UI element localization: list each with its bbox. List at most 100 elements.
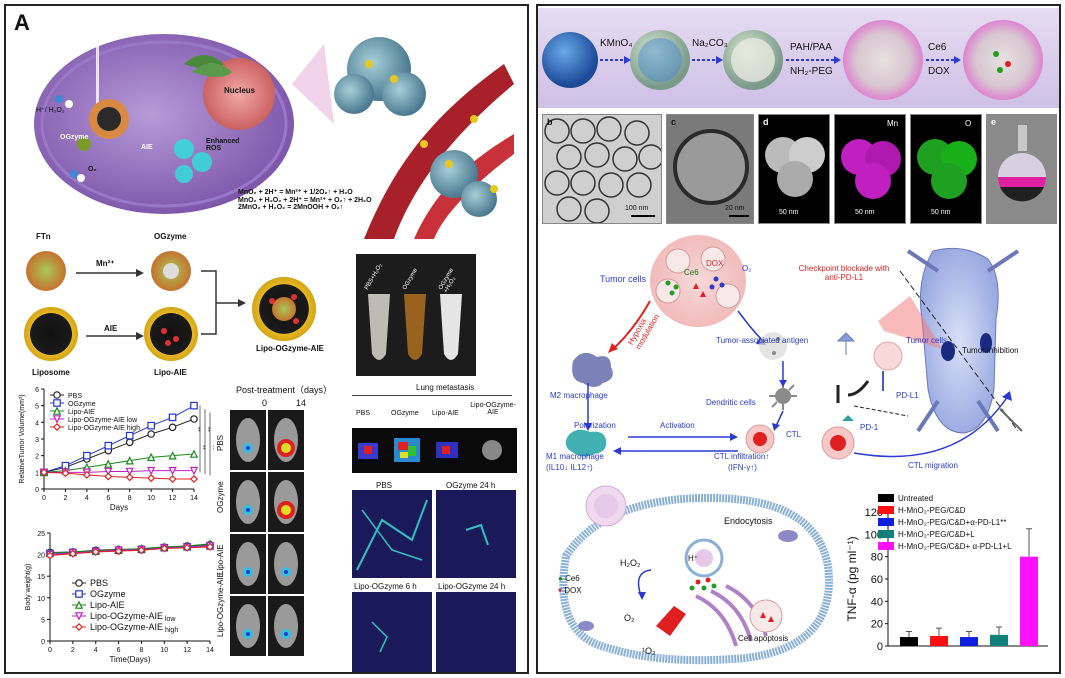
- data-point: [147, 421, 155, 430]
- data-point: [137, 546, 146, 555]
- y-tick-label: 0: [35, 487, 39, 494]
- legend-label: Lipo-OGzyme-AIE low: [90, 611, 176, 623]
- series-5: [45, 542, 215, 560]
- data-point: [189, 474, 199, 484]
- mech-checkpoint: Checkpoint blockade with anti-PD-L1: [798, 264, 890, 282]
- x-tick-label: 10: [147, 495, 155, 502]
- legend-marker: [53, 391, 61, 399]
- mech-ctl-migration: CTL migration: [908, 461, 958, 470]
- data-point: [168, 474, 177, 484]
- y-tick-label: 40: [871, 596, 883, 608]
- legend-label: Lipo-AIE: [90, 600, 125, 610]
- y-tick-label: 20: [37, 553, 45, 560]
- y-tick-label: 5: [41, 617, 45, 624]
- mech-o2: O₂: [742, 264, 752, 273]
- legend-label: Lipo-OGzyme-AIE low: [68, 417, 138, 424]
- tem-image-c: c 20 nm: [666, 114, 754, 224]
- fluor-label-pbs: PBS: [376, 481, 393, 490]
- data-point: [205, 542, 215, 551]
- mech-polarization: Polarization: [574, 421, 616, 430]
- legend-label: PBS: [90, 578, 108, 588]
- series-2: [40, 401, 198, 477]
- legend-swatch: [878, 518, 894, 526]
- legend-marker: [74, 612, 84, 621]
- fluor-lipo-24h: [436, 592, 516, 672]
- data-point: [104, 467, 113, 477]
- y-tick-label: 60: [871, 574, 883, 586]
- data-point: [68, 549, 77, 558]
- reagent-nh2-peg: NH₂-PEG: [790, 66, 833, 77]
- mechanism-diagram: [565, 235, 1023, 471]
- y-tick-label: 80: [871, 552, 883, 564]
- data-point: [146, 452, 156, 462]
- mouse-image: [230, 534, 266, 594]
- m2-macrophage-shape: [572, 352, 613, 387]
- fluor-label-lipo-24h: Lipo-OGzyme 24 h: [438, 582, 506, 591]
- data-point: [190, 415, 198, 423]
- y-tick-label: 10: [37, 596, 45, 603]
- flask-photo: e: [986, 114, 1057, 224]
- y-tick-label: 2: [35, 454, 39, 461]
- reagent-kmno4: KMnO₄: [600, 38, 633, 49]
- legend-marker: [75, 590, 83, 598]
- scale-bar-o: 50 nm: [931, 209, 951, 216]
- data-point: [39, 468, 49, 477]
- data-point: [168, 413, 177, 422]
- cell-apoptosis: Cell apoptosis: [738, 634, 789, 643]
- data-point: [125, 438, 134, 447]
- data-point: [104, 472, 113, 481]
- legend-swatch: [878, 530, 894, 538]
- data-point: [125, 456, 134, 465]
- cell-endocytosis-diagram: [559, 485, 833, 665]
- y-tick-label: 15: [37, 574, 45, 581]
- mech-antigen: Tumor-associated antigen: [716, 336, 809, 345]
- mech-il: (IL10↓ IL12↑): [546, 463, 593, 472]
- x-axis-label: Time(Days): [109, 655, 150, 664]
- legend-label: Lipo-OGzyme-AIE high: [90, 622, 178, 634]
- sig-marker: **: [199, 445, 205, 450]
- synthesis-scheme: [24, 251, 316, 361]
- fluor-label-lipo-6h: Lipo-OGzyme 6 h: [354, 582, 417, 591]
- data-point: [189, 466, 199, 476]
- bar-4: [990, 634, 1008, 646]
- legend-label: H-MnO₂-PEG/C&D: [898, 506, 966, 515]
- cell-singlet-o2: ¹O₂: [642, 646, 656, 656]
- data-point: [189, 449, 199, 458]
- legend-label: PBS: [68, 393, 82, 400]
- cell-ce6: Ce6: [565, 574, 580, 583]
- panel-b: B KMnO₄: [536, 4, 1061, 674]
- label-liposome: Liposome: [32, 368, 70, 377]
- y-tick-label: 6: [35, 387, 39, 394]
- sig-marker: **: [204, 427, 210, 432]
- cell-h2o2: H₂O₂: [620, 558, 641, 568]
- label-lipo-aie: Lipo-AIE: [154, 368, 187, 377]
- data-point: [83, 451, 91, 460]
- x-tick-label: 12: [183, 647, 191, 654]
- label-nucleus: Nucleus: [224, 86, 256, 95]
- data-point: [168, 466, 177, 476]
- mouse-image: [230, 410, 266, 470]
- data-point: [45, 551, 55, 560]
- sig-marker: **: [209, 445, 214, 450]
- scale-bar-mn: 50 nm: [855, 209, 875, 216]
- mech-ce6: Ce6: [684, 268, 699, 277]
- sig-marker: **: [194, 427, 200, 432]
- lung-group-lipo-aie: Lipo-AIE: [432, 410, 459, 417]
- x-tick-label: 10: [160, 647, 168, 654]
- eds-label-mn: Mn: [887, 119, 899, 128]
- data-point: [125, 467, 134, 477]
- panel-a: A: [4, 4, 529, 674]
- label-enhanced-ros: Enhanced ROS: [206, 138, 240, 152]
- y-tick-label: 0: [41, 639, 45, 646]
- equation-1: MnO₂ + 2H⁺ = Mn²⁺ + 1/2O₂↑ + H₂O: [238, 189, 353, 196]
- label-h-h2o2: H⁺/ H₂O₂: [36, 107, 65, 114]
- reagent-ce6: Ce6: [928, 42, 947, 53]
- imaging-day-0: 0: [262, 398, 268, 408]
- fluor-lipo-6h: [352, 592, 432, 672]
- data-point: [146, 466, 156, 476]
- mech-activation: Activation: [660, 421, 695, 430]
- lung-image: [352, 428, 517, 473]
- legend-marker: [75, 579, 83, 587]
